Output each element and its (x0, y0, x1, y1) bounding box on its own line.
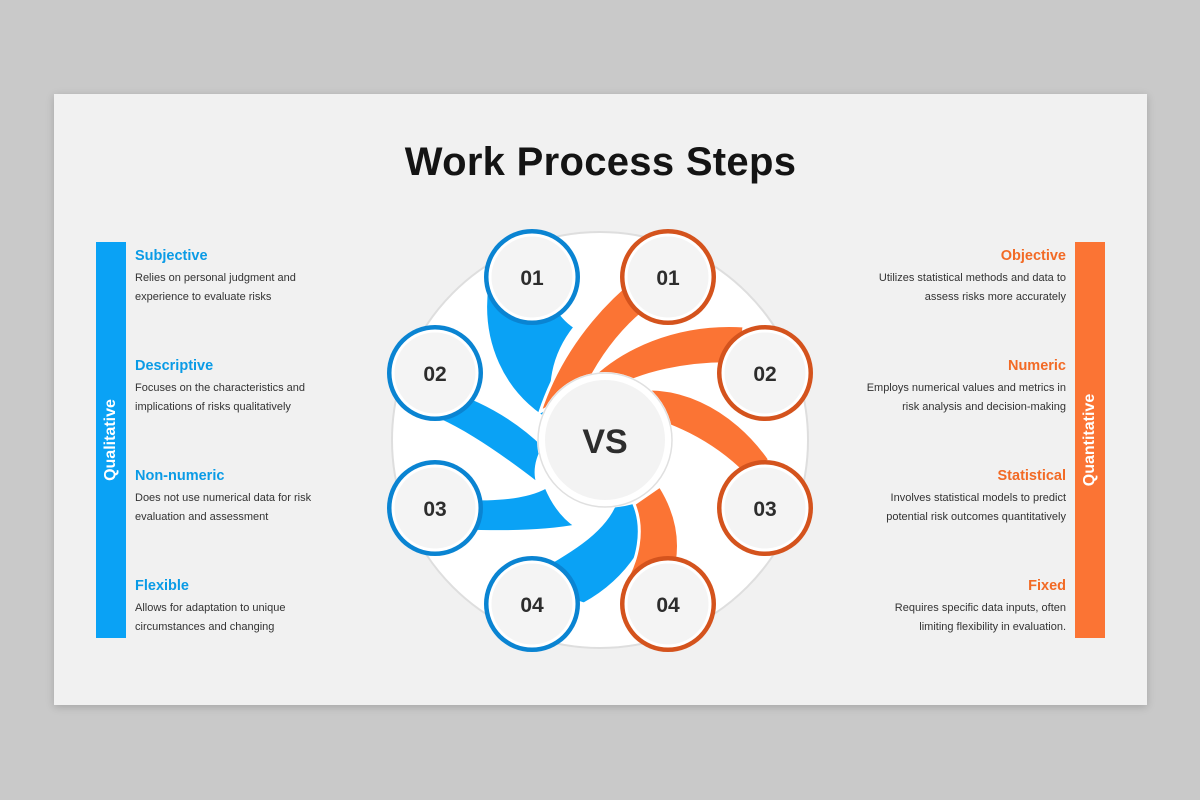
item-title: Subjective (135, 248, 208, 264)
item-title: Flexible (135, 578, 189, 594)
step-inner (488, 233, 576, 321)
qualitative-item: Flexible Allows for adaptation to unique… (135, 578, 335, 637)
step-number: 03 (753, 498, 776, 521)
item-desc-line: Utilizes statistical methods and data to (878, 272, 1066, 284)
item-desc-line: experience to evaluate risks (135, 291, 272, 303)
quantitative-step-03: 03 (717, 460, 813, 556)
step-number: 02 (753, 363, 776, 386)
qualitative-step-01: 01 (484, 229, 580, 325)
step-number: 03 (423, 498, 446, 521)
qualitative-item: Subjective Relies on personal judgment a… (135, 248, 335, 307)
qualitative-bar: Qualitative (96, 242, 126, 638)
item-desc-line: circumstances and changing (135, 621, 275, 633)
quantitative-bar: Quantitative (1075, 242, 1105, 638)
qualitative-item: Non-numeric Does not use numerical data … (135, 468, 335, 527)
step-inner (624, 560, 712, 648)
vs-circle-ring (537, 372, 673, 508)
step-inner (391, 329, 479, 417)
item-title: Numeric (1007, 358, 1066, 374)
step-number: 04 (656, 594, 680, 617)
item-desc-line: Involves statistical models to predict (890, 492, 1066, 504)
quantitative-item: Statistical Involves statistical models … (866, 468, 1066, 527)
step-number: 01 (656, 267, 680, 290)
slide: Work Process Steps Qualitative Quantitat… (54, 94, 1147, 705)
item-desc-line: Does not use numerical data for risk (135, 492, 312, 504)
qualitative-step-03: 03 (387, 460, 483, 556)
item-desc-line: potential risk outcomes quantitatively (886, 511, 1066, 523)
qualitative-step-02: 02 (387, 325, 483, 421)
step-inner (624, 233, 712, 321)
quantitative-item: Objective Utilizes statistical methods a… (866, 248, 1066, 307)
vs-circle (537, 372, 673, 508)
item-desc-line: assess risks more accurately (924, 291, 1066, 303)
item-desc-line: Allows for adaptation to unique (135, 602, 286, 614)
quantitative-step-02: 02 (717, 325, 813, 421)
step-inner (391, 464, 479, 552)
item-desc-line: evaluation and assessment (135, 511, 269, 523)
step-number: 04 (520, 594, 544, 617)
item-title: Non-numeric (135, 468, 225, 484)
item-desc-line: implications of risks qualitatively (135, 401, 291, 413)
page-title: Work Process Steps (404, 140, 797, 184)
item-desc-line: Focuses on the characteristics and (135, 382, 305, 394)
quantitative-step-01: 01 (620, 229, 716, 325)
item-title: Descriptive (135, 358, 214, 374)
step-number: 01 (520, 267, 544, 290)
qualitative-step-04: 04 (484, 556, 580, 652)
item-title: Objective (1000, 248, 1066, 264)
step-number: 02 (423, 363, 446, 386)
step-inner (721, 329, 809, 417)
step-inner (488, 560, 576, 648)
item-desc-line: Requires specific data inputs, often (894, 602, 1066, 614)
qualitative-item: Descriptive Focuses on the characteristi… (135, 358, 335, 417)
quantitative-item: Fixed Requires specific data inputs, oft… (866, 578, 1066, 637)
step-inner (721, 464, 809, 552)
item-title: Statistical (997, 468, 1067, 484)
item-desc-line: limiting flexibility in evaluation. (919, 621, 1066, 633)
item-desc-line: Employs numerical values and metrics in (866, 382, 1066, 394)
quantitative-step-04: 04 (620, 556, 716, 652)
item-desc-line: Relies on personal judgment and (135, 272, 296, 284)
quantitative-item: Numeric Employs numerical values and met… (866, 358, 1066, 417)
pinwheel-diagram: VS 01 02 03 04 01 (387, 229, 813, 652)
item-desc-line: risk analysis and decision-making (902, 401, 1066, 413)
vs-label: VS (582, 423, 627, 461)
item-title: Fixed (1028, 578, 1066, 594)
